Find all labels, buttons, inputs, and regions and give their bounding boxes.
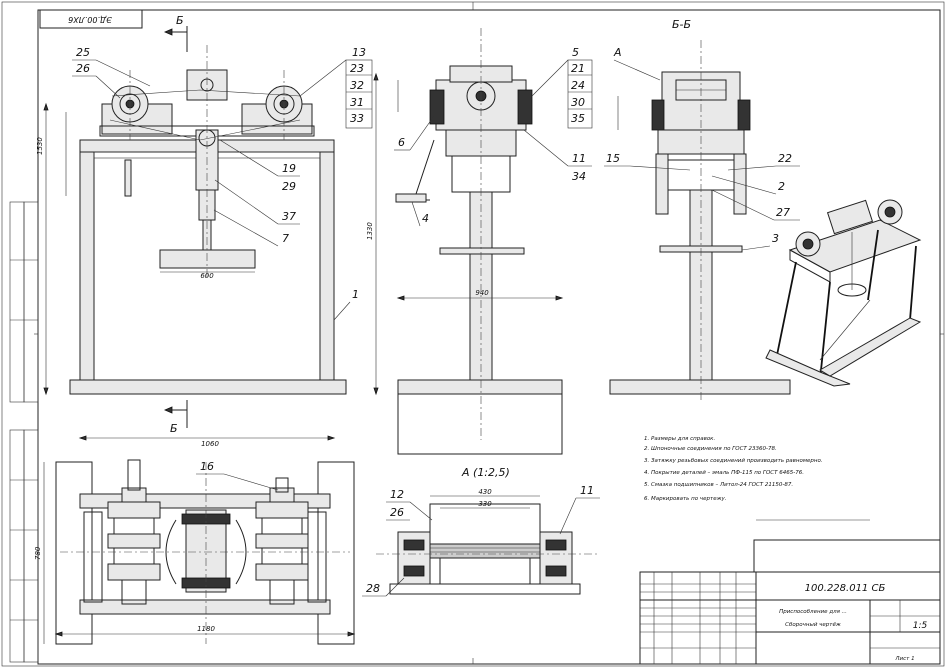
detail-callout-12: 12 xyxy=(390,488,404,501)
dim-detail-width: 430 xyxy=(478,488,492,496)
callout-32: 32 xyxy=(350,79,364,92)
tech-note-5: 5. Смазка подшипников – Литол-24 ГОСТ 21… xyxy=(644,482,793,488)
tech-note-2: 2. Шпоночные соединения по ГОСТ 23360-78… xyxy=(644,446,777,452)
callout-15: 15 xyxy=(606,152,620,165)
callout-30: 30 xyxy=(571,96,585,109)
technical-requirements: 1. Размеры для справок. 2. Шпоночные сое… xyxy=(644,436,870,521)
detail-callout-11: 11 xyxy=(580,484,594,497)
detail-callout-28: 28 xyxy=(366,582,380,595)
callout-26: 26 xyxy=(76,62,90,75)
title-sheet: Лист 1 xyxy=(894,656,914,662)
title-name-line1: Приспособление для ... xyxy=(779,609,847,615)
section-b-top-label: Б xyxy=(176,14,184,27)
detail-a-title: А (1:2,5) xyxy=(461,466,510,479)
section-bb-view: Б-Б А 15 22 2 27 3 xyxy=(604,18,800,400)
title-designation: 100.228.011 СБ xyxy=(805,583,886,594)
callout-35: 35 xyxy=(571,112,585,125)
callout-1: 1 xyxy=(352,288,359,301)
title-name-line2: Сборочный чертёж xyxy=(785,622,841,628)
callout-37: 37 xyxy=(282,210,296,223)
dim-side-width: 940 xyxy=(475,289,489,297)
callout-21: 21 xyxy=(571,62,585,75)
title-block: 100.228.011 СБ Приспособление для ... Сб… xyxy=(639,539,941,665)
side-view: 1330 940 6 4 5 21 24 30 35 11 34 xyxy=(366,28,593,455)
detail-callout-26: 26 xyxy=(390,506,404,519)
section-b-bottom-label: Б xyxy=(170,422,178,435)
tech-note-1: 1. Размеры для справок. xyxy=(644,436,716,442)
callout-34: 34 xyxy=(572,170,586,183)
isometric-view xyxy=(765,199,922,387)
plan-view: 1180 780 16 xyxy=(34,459,356,645)
callout-31: 31 xyxy=(350,96,364,109)
dim-side-height: 1330 xyxy=(366,222,374,240)
callout-33: 33 xyxy=(350,112,364,125)
dim-front-width: 1060 xyxy=(201,440,219,448)
detail-a-view: А (1:2,5) 430 330 12 26 11 28 xyxy=(362,466,600,597)
tech-note-4: 4. Покрытие деталей – эмаль ПФ-115 по ГО… xyxy=(644,470,804,476)
callout-16: 16 xyxy=(200,460,214,473)
tech-note-3: 3. Затяжку резьбовых соединений производ… xyxy=(644,458,823,464)
dim-plan-width: 1180 xyxy=(197,625,215,633)
callout-3: 3 xyxy=(772,232,779,245)
callout-11: 11 xyxy=(572,152,586,165)
section-bb-title: Б-Б xyxy=(672,18,691,31)
callout-24: 24 xyxy=(571,79,585,92)
title-scale: 1:5 xyxy=(913,621,928,631)
callout-19: 19 xyxy=(282,162,296,175)
callout-27: 27 xyxy=(776,206,790,219)
callout-6: 6 xyxy=(398,136,405,149)
callout-2: 2 xyxy=(778,180,785,193)
dim-front-height: 1530 xyxy=(36,137,44,155)
dim-plan-depth: 780 xyxy=(34,546,42,560)
callout-25: 25 xyxy=(76,46,90,59)
top-left-stamp: ЭД.00.ЛХ6 xyxy=(39,9,143,29)
callout-13: 13 xyxy=(352,46,366,59)
left-archive-strip xyxy=(9,201,39,663)
front-view: Б 1060 xyxy=(36,14,373,448)
dim-detail-inner: 330 xyxy=(478,500,492,508)
stamp-code: ЭД.00.ЛХ6 xyxy=(68,15,113,24)
callout-22: 22 xyxy=(778,152,792,165)
callout-23: 23 xyxy=(350,62,364,75)
callout-7: 7 xyxy=(282,232,289,245)
callout-29: 29 xyxy=(282,180,296,193)
dim-bar-width: 600 xyxy=(200,272,214,280)
detail-ref-a: А xyxy=(613,46,622,59)
callout-4: 4 xyxy=(422,212,429,225)
tech-note-6: 6. Маркировать по чертежу. xyxy=(644,496,727,502)
callout-5: 5 xyxy=(572,46,579,59)
